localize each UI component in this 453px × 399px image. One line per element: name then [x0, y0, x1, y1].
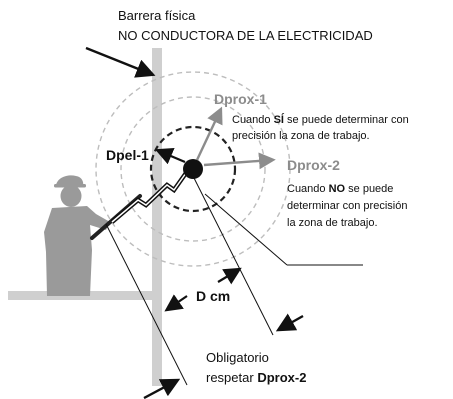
- barrier-pointer-arrow: [85, 46, 156, 78]
- danger-zone-circle: [149, 125, 237, 213]
- dprox1-note-line2: precisión la zona de trabajo.: [232, 130, 370, 142]
- dprox2-label: Dprox-2: [287, 157, 340, 173]
- discharge-zigzag-highlight: [111, 172, 187, 223]
- outer-proximity-circle: [95, 71, 291, 267]
- dprox1-note-line1: Cuando SÍ se puede determinar con: [232, 113, 409, 126]
- barrier-label-line2: NO CONDUCTORA DE LA ELECTRICIDAD: [118, 28, 373, 43]
- dcm-arrow-left: [164, 294, 188, 312]
- live-element-dot: [183, 159, 203, 179]
- dprox2-note-line3: la zona de trabajo.: [287, 217, 378, 229]
- dcm-arrow-right: [217, 267, 242, 285]
- dprox1-label: Dprox-1: [214, 91, 267, 107]
- dprox2-note-line2: determinar con precisión: [287, 200, 407, 212]
- dprox2-leader: [204, 193, 288, 266]
- distance-guide-left: [105, 223, 188, 386]
- barrier-post: [152, 48, 162, 386]
- dpel1-arrow: [154, 148, 186, 165]
- bottom-arrow-right: [275, 313, 304, 332]
- dpel1-label: Dpel-1: [106, 147, 149, 163]
- dprox2-arrow: [203, 152, 276, 170]
- discharge-zigzag: [110, 171, 188, 224]
- dprox1-arrow: [195, 106, 223, 161]
- mandatory-line1: Obligatorio: [206, 350, 269, 365]
- worker-figure: [44, 175, 110, 296]
- mandatory-line2: respetar Dprox-2: [206, 370, 306, 385]
- barrier-label-line1: Barrera física: [118, 8, 196, 23]
- distance-guide-right: [192, 175, 274, 336]
- dprox2-note-line1: Cuando NO se puede: [287, 183, 393, 195]
- bottom-arrow-left: [143, 378, 181, 399]
- distance-label: D cm: [196, 288, 230, 304]
